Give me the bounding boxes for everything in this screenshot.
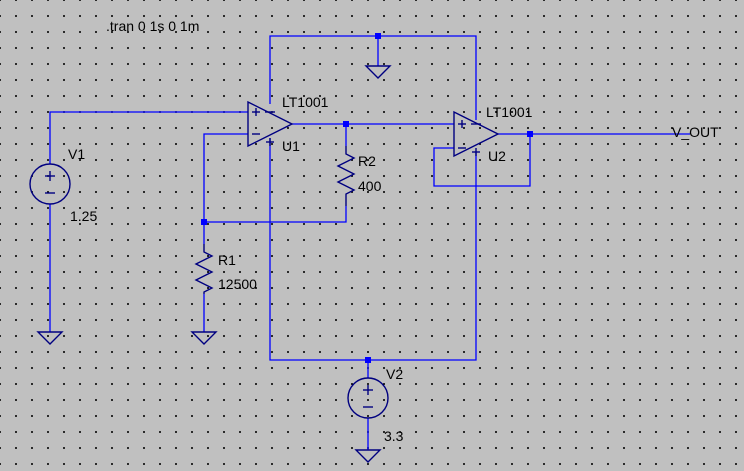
v1-ref-label: V1 — [68, 146, 86, 162]
junction-feedback — [201, 219, 207, 225]
ground-v1-icon — [36, 331, 64, 345]
junction-bottom — [365, 357, 371, 363]
wires — [49, 35, 690, 450]
wire-u2-feedback — [433, 134, 531, 187]
net-label-vout: V_OUT — [672, 124, 719, 140]
r1-ref-label: R1 — [218, 252, 236, 268]
voltage-source-v2 — [347, 377, 389, 419]
resistor-r2 — [336, 146, 356, 206]
r2-value-label: 400 — [358, 178, 382, 194]
u1-ref-label: U1 — [282, 138, 300, 154]
wire-u1-feedback — [203, 133, 347, 223]
opamp-u1 — [247, 100, 294, 148]
ground-v2-icon — [354, 449, 382, 463]
wire-top-rail — [269, 35, 477, 120]
v2-value-label: 3.3 — [384, 428, 404, 444]
u1-model-label: LT1001 — [282, 94, 329, 110]
ground-top-icon — [364, 65, 392, 79]
r1-value-label: 12500 — [218, 276, 257, 292]
v1-value-label: 1.25 — [70, 208, 98, 224]
ground-r1-icon — [190, 331, 218, 345]
components — [29, 65, 500, 463]
opamp-u2 — [453, 110, 500, 158]
v2-ref-label: V2 — [386, 366, 404, 382]
u2-ref-label: U2 — [488, 148, 506, 164]
u2-model-label: LT1001 — [486, 104, 533, 120]
wire-bottom-rail — [269, 138, 477, 361]
r2-ref-label: R2 — [358, 153, 376, 169]
junction-u2-out — [527, 131, 533, 137]
junction-u1-out — [343, 121, 349, 127]
junctions — [201, 33, 533, 363]
wire-v1-to-u1 — [49, 111, 248, 164]
spice-directive: .tran 0 1s 0 1m — [106, 18, 200, 34]
voltage-source-v1 — [29, 163, 71, 205]
resistor-r1 — [194, 244, 214, 294]
junction-top — [375, 33, 381, 39]
